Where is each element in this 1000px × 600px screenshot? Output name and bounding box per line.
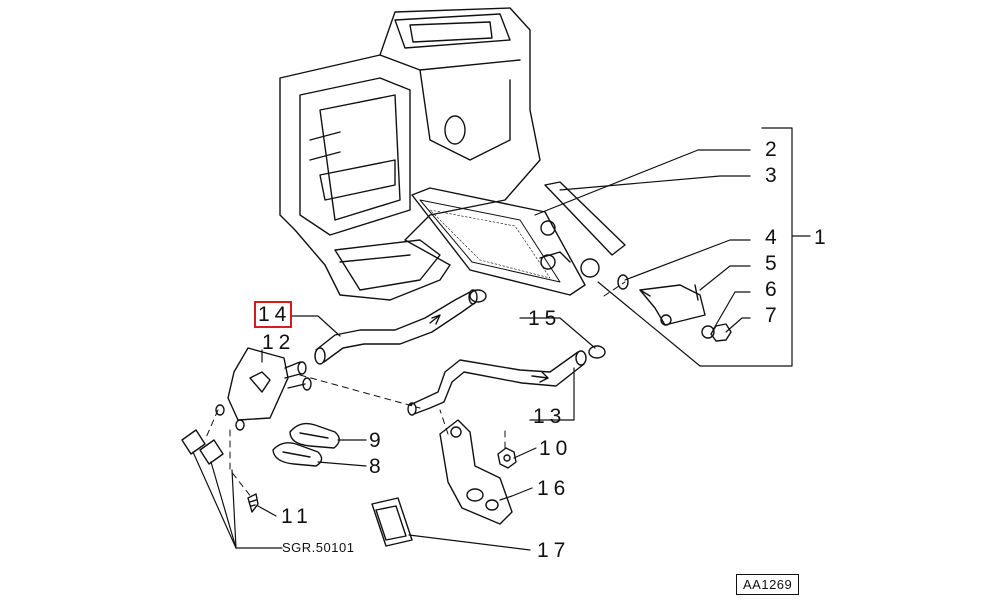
reference-code: AA1269: [736, 574, 800, 595]
source-label: SGR.50101: [282, 540, 355, 555]
highlight-box: [254, 301, 292, 328]
callout-1: 1: [814, 226, 831, 249]
hose-13: [407, 350, 587, 416]
callout-9: 9: [369, 429, 386, 452]
hose-clamps-15: [469, 289, 606, 359]
callout-6: 6: [765, 278, 782, 301]
heater-housing: [279, 7, 541, 301]
callout-13: 13: [533, 405, 567, 428]
callout-17: 17: [537, 539, 571, 562]
callout-11: 11: [281, 505, 313, 528]
water-valve: [215, 347, 312, 431]
connector-fitting: [617, 274, 732, 342]
callout-5: 5: [765, 252, 782, 275]
heater-core: [411, 181, 626, 296]
leader-lines: [192, 127, 811, 551]
grommets: [272, 422, 340, 467]
assembly-lines: [204, 281, 626, 499]
callout-15: 15: [528, 307, 562, 330]
callout-14: 14: [258, 303, 292, 326]
callout-2: 2: [765, 138, 782, 161]
bracket: [439, 419, 513, 525]
callout-7: 7: [765, 304, 782, 327]
nut-10: [497, 447, 517, 469]
foam-pad: [371, 497, 413, 547]
hose-14: [314, 289, 478, 365]
callout-10: 10: [539, 437, 573, 460]
callout-4: 4: [765, 226, 782, 249]
callout-8: 8: [369, 455, 386, 478]
callout-16: 16: [537, 477, 571, 500]
tube-plugs: [181, 429, 224, 465]
callout-12: 12: [262, 331, 296, 354]
screw: [247, 493, 259, 513]
callout-3: 3: [765, 164, 782, 187]
